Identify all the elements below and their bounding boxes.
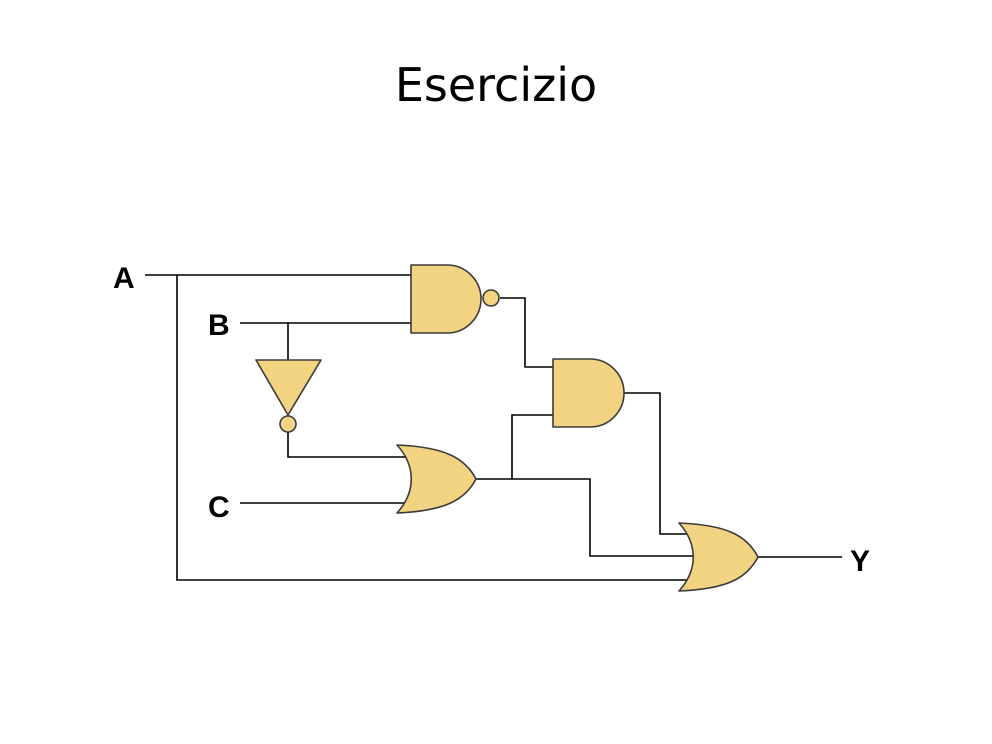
nand-gate-bubble: [482, 289, 500, 307]
wire-not-to-or1: [287, 432, 415, 458]
output-label-y: Y: [850, 545, 870, 578]
wire-nand-to-and: [500, 297, 553, 368]
wires: [145, 274, 842, 581]
wire-or1-output: [475, 478, 702, 557]
input-label-b: B: [208, 309, 230, 342]
or-gate-2: [678, 522, 759, 592]
not-gate-body: [255, 359, 322, 416]
nand-gate-body: [410, 264, 482, 334]
or-gate-1-body: [396, 444, 477, 514]
wire-or1-to-and: [511, 414, 553, 479]
and-gate-body: [552, 358, 625, 428]
wire-a-to-or2: [176, 275, 697, 581]
or-gate-2-body: [678, 522, 759, 592]
wire-and-to-or2: [623, 392, 697, 535]
input-label-a: A: [113, 262, 135, 295]
slide-title: Esercizio: [394, 58, 598, 112]
nand-gate: [410, 264, 500, 334]
not-gate-bubble: [279, 415, 297, 433]
input-label-c: C: [208, 491, 230, 524]
or-gate-1: [396, 444, 477, 514]
and-gate: [552, 358, 625, 428]
not-gate: [255, 359, 322, 433]
